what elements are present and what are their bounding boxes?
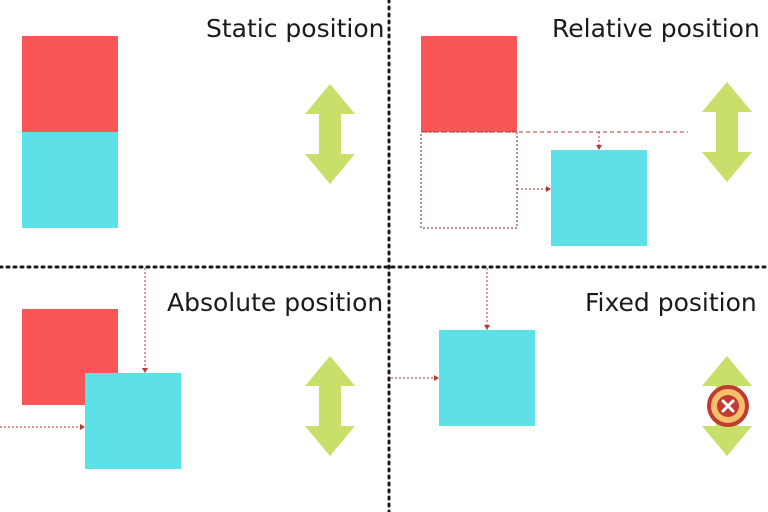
absolute-cyan-box [85, 373, 181, 469]
fixed-blocked-x-icon [707, 385, 749, 427]
relative-red-box [421, 36, 517, 132]
relative-scroll-arrow-icon [702, 82, 752, 182]
absolute-scroll-arrow-icon [305, 356, 355, 456]
static-panel [22, 36, 355, 228]
static-red-box [22, 36, 118, 132]
absolute-left-offset-head [80, 424, 85, 430]
fixed-top-offset-head [484, 325, 490, 330]
relative-cyan-box [551, 150, 647, 246]
static-cyan-box [22, 132, 118, 228]
relative-top-offset-head [596, 145, 602, 150]
relative-title: Relative position [552, 14, 760, 43]
absolute-top-offset-head [142, 368, 148, 373]
fixed-title: Fixed position [585, 288, 757, 317]
static-title: Static position [206, 14, 385, 43]
relative-original-slot [420, 131, 518, 229]
fixed-cyan-box [439, 330, 535, 426]
static-scroll-arrow-icon [305, 84, 355, 184]
relative-left-offset-head [546, 186, 551, 192]
absolute-panel [0, 268, 355, 469]
relative-panel [420, 36, 752, 246]
fixed-left-offset-head [434, 375, 439, 381]
fixed-panel [391, 268, 752, 456]
absolute-title: Absolute position [167, 288, 384, 317]
